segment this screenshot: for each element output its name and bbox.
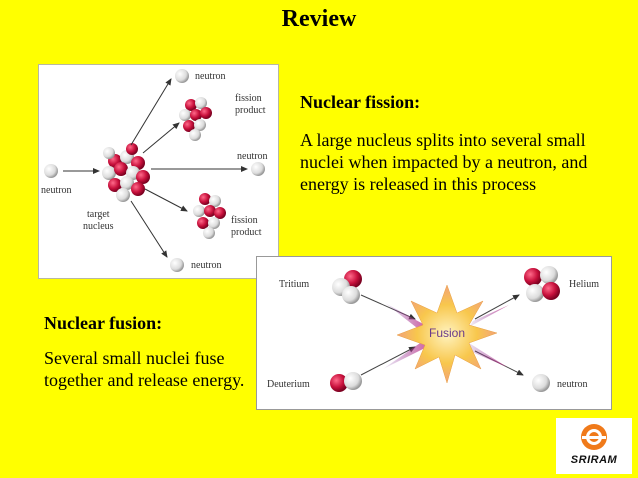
fusion-burst <box>396 284 498 384</box>
arrow-product-bottom <box>144 188 188 212</box>
arrow-neutron-top <box>130 78 172 146</box>
fission-product-bottom <box>193 193 226 239</box>
label-fission-product-top-1: fission <box>235 93 262 104</box>
label-neutron-bottom: neutron <box>191 260 222 271</box>
neutron-out <box>532 374 550 392</box>
fission-product-top <box>179 97 212 141</box>
label-helium: Helium <box>569 279 599 290</box>
target-nucleus <box>102 143 150 202</box>
fusion-diagram-svg: Fusion Tritium Helium Deuterium neutron <box>267 266 599 392</box>
fission-description: A large nucleus splits into several smal… <box>300 130 588 194</box>
helium-nucleus <box>524 266 560 302</box>
neutron-top <box>175 69 189 83</box>
label-deuterium: Deuterium <box>267 379 310 390</box>
arrow-neutron-bottom <box>130 200 168 258</box>
arrow-product-top <box>142 122 180 154</box>
label-fusion: Fusion <box>429 326 465 340</box>
label-fission-product-top-2: product <box>235 105 266 116</box>
label-target-1: target <box>87 209 110 220</box>
arrow-deuterium-in <box>360 346 416 376</box>
neutron-incoming <box>44 164 58 178</box>
neutron-bottom <box>170 258 184 272</box>
slide-title: Review <box>281 6 357 32</box>
arrow-helium-out <box>474 294 520 320</box>
label-target-2: nucleus <box>83 221 114 232</box>
label-neutron-top: neutron <box>195 71 226 82</box>
tritium-nucleus <box>332 270 362 304</box>
fusion-description: Several small nuclei fuse together and r… <box>44 348 245 390</box>
sriram-logo-icon <box>581 424 607 450</box>
fusion-heading: Nuclear fusion: <box>44 313 163 333</box>
label-tritium: Tritium <box>279 279 309 290</box>
label-neutron-left: neutron <box>41 185 72 196</box>
ray-4 <box>465 343 507 367</box>
deuterium-nucleus <box>330 372 362 392</box>
ray-1 <box>385 303 425 331</box>
sriram-logo: SRIRAM <box>556 418 632 474</box>
neutron-mid <box>251 162 265 176</box>
label-fission-product-bottom-2: product <box>231 227 262 238</box>
ray-3 <box>469 305 509 327</box>
ray-2 <box>383 341 427 369</box>
logo-text: SRIRAM <box>570 454 618 466</box>
label-fission-product-bottom-1: fission <box>231 215 258 226</box>
fusion-diagram: Fusion Tritium Helium Deuterium neutron <box>256 256 612 410</box>
fission-diagram-svg: neutron fission product neutron neutron … <box>41 69 268 272</box>
fission-diagram: neutron fission product neutron neutron … <box>38 64 279 279</box>
label-neutron-mid: neutron <box>237 151 268 162</box>
fission-heading: Nuclear fission: <box>300 92 421 112</box>
label-neutron-fusion: neutron <box>557 379 588 390</box>
